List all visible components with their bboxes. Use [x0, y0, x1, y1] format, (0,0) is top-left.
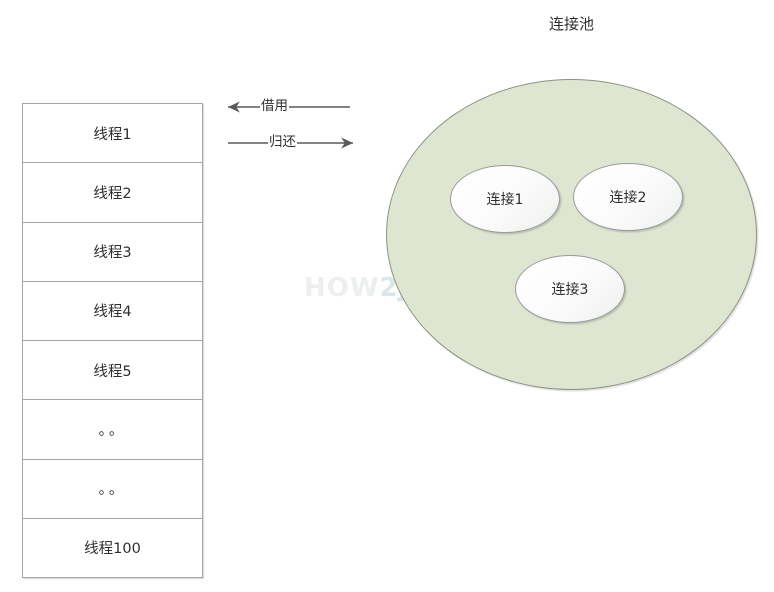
thread-row: 线程3 [23, 223, 202, 282]
arrow-group: 借用 归还 [222, 92, 362, 156]
thread-row-label: 线程100 [84, 541, 141, 558]
return-arrow-label: 归还 [268, 134, 297, 150]
thread-row-label: 。。 [98, 422, 127, 439]
thread-row: 线程1 [23, 104, 202, 164]
connection-node-1: 连接1 [450, 165, 560, 233]
connection-node-3: 连接3 [515, 255, 625, 323]
connection-node-1-label: 连接1 [486, 192, 524, 208]
connection-pool-ellipse [386, 79, 757, 390]
connection-node-3-label: 连接3 [551, 282, 589, 298]
thread-row: 。。 [23, 400, 202, 460]
thread-table: 线程1 线程2 线程3 线程4 线程5 。。 。。 线程100 [22, 103, 203, 578]
thread-row: 线程2 [23, 163, 202, 223]
thread-row: 线程5 [23, 341, 202, 401]
connection-node-2-label: 连接2 [609, 190, 647, 206]
connection-node-2: 连接2 [573, 163, 683, 231]
thread-row-label: 。。 [98, 482, 127, 499]
thread-row-label: 线程5 [93, 363, 132, 380]
thread-row-label: 线程4 [93, 304, 132, 321]
watermark-part-a: HOW [304, 273, 380, 303]
thread-row: 线程100 [23, 519, 202, 577]
thread-row: 。。 [23, 460, 202, 519]
thread-row-label: 线程2 [93, 185, 132, 202]
borrow-arrow-label: 借用 [260, 98, 289, 114]
pool-title: 连接池 [548, 15, 594, 33]
thread-row: 线程4 [23, 282, 202, 341]
thread-row-label: 线程3 [93, 245, 132, 262]
thread-row-label: 线程1 [93, 126, 132, 143]
